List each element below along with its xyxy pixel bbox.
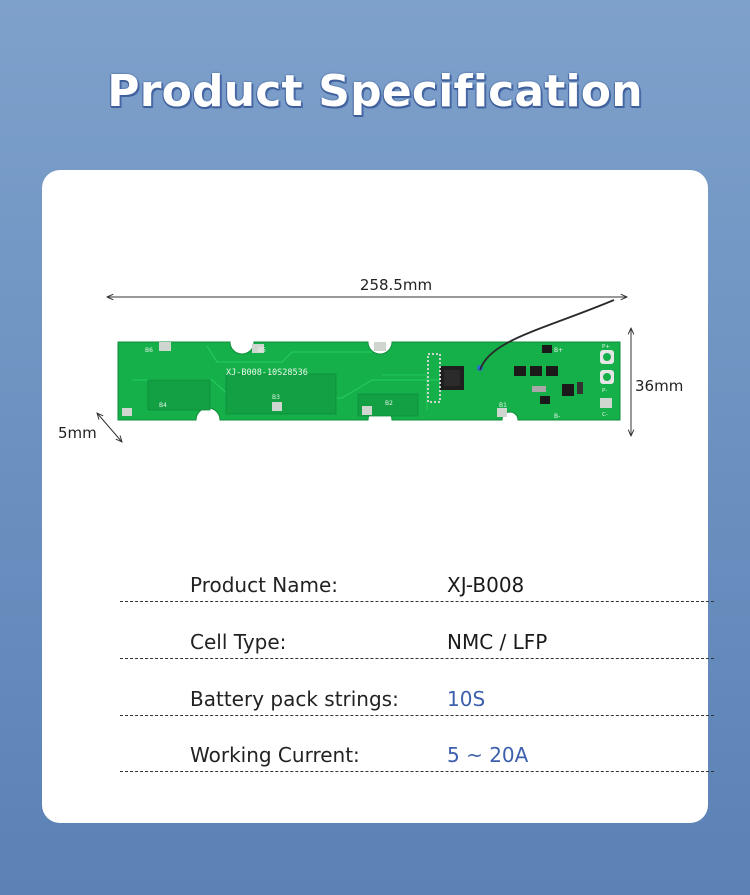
pcb-label-b-minus: B- — [554, 413, 560, 420]
pcb-label-b2: B2 — [385, 400, 393, 407]
spec-label: Product Name: — [190, 573, 339, 597]
spec-row-working-current: Working Current: 5 ~ 20A — [120, 715, 714, 772]
pcb-label-p-plus: P+ — [602, 344, 610, 350]
pcb-silkscreen-model: XJ-B008-10S28536 — [226, 368, 308, 378]
height-label: 36mm — [635, 377, 683, 395]
thickness-label: 5mm — [58, 424, 97, 442]
spec-label: Working Current: — [190, 743, 360, 767]
pcb-label-b5: B5 — [258, 347, 266, 354]
spec-value: XJ-B008 — [447, 573, 525, 597]
spec-value: 5 ~ 20A — [447, 743, 529, 767]
length-label: 258.5mm — [360, 276, 432, 294]
spec-label: Battery pack strings: — [190, 687, 399, 711]
pcb-label-b6: B6 — [145, 347, 153, 354]
spec-row-product-name: Product Name: XJ-B008 — [120, 545, 714, 602]
pcb-label-b1: B1 — [499, 402, 507, 409]
spec-card: 258.5mm 36mm 5mm — [42, 170, 714, 823]
spec-row-cell-type: Cell Type: NMC / LFP — [120, 602, 714, 659]
pcb-label-p-minus: P- — [602, 388, 607, 394]
thickness-dimension-line — [97, 413, 122, 442]
pcb-diagram: 258.5mm 36mm 5mm — [58, 276, 683, 470]
pcb-board: XJ-B008-10S28536 B6 B5 B4 B3 B2 B1 B+ B-… — [117, 299, 621, 421]
spec-label: Cell Type: — [190, 630, 287, 654]
spec-value: NMC / LFP — [447, 630, 548, 654]
pcb-label-b4: B4 — [159, 402, 167, 409]
page-title: Product Specification — [107, 66, 643, 117]
pcb-label-b-plus: B+ — [554, 347, 563, 354]
pcb-label-c-minus: C- — [602, 412, 608, 418]
spec-row-battery-strings: Battery pack strings: 10S — [120, 659, 714, 716]
pcb-label-b3: B3 — [272, 394, 280, 401]
spec-value: 10S — [447, 687, 486, 711]
